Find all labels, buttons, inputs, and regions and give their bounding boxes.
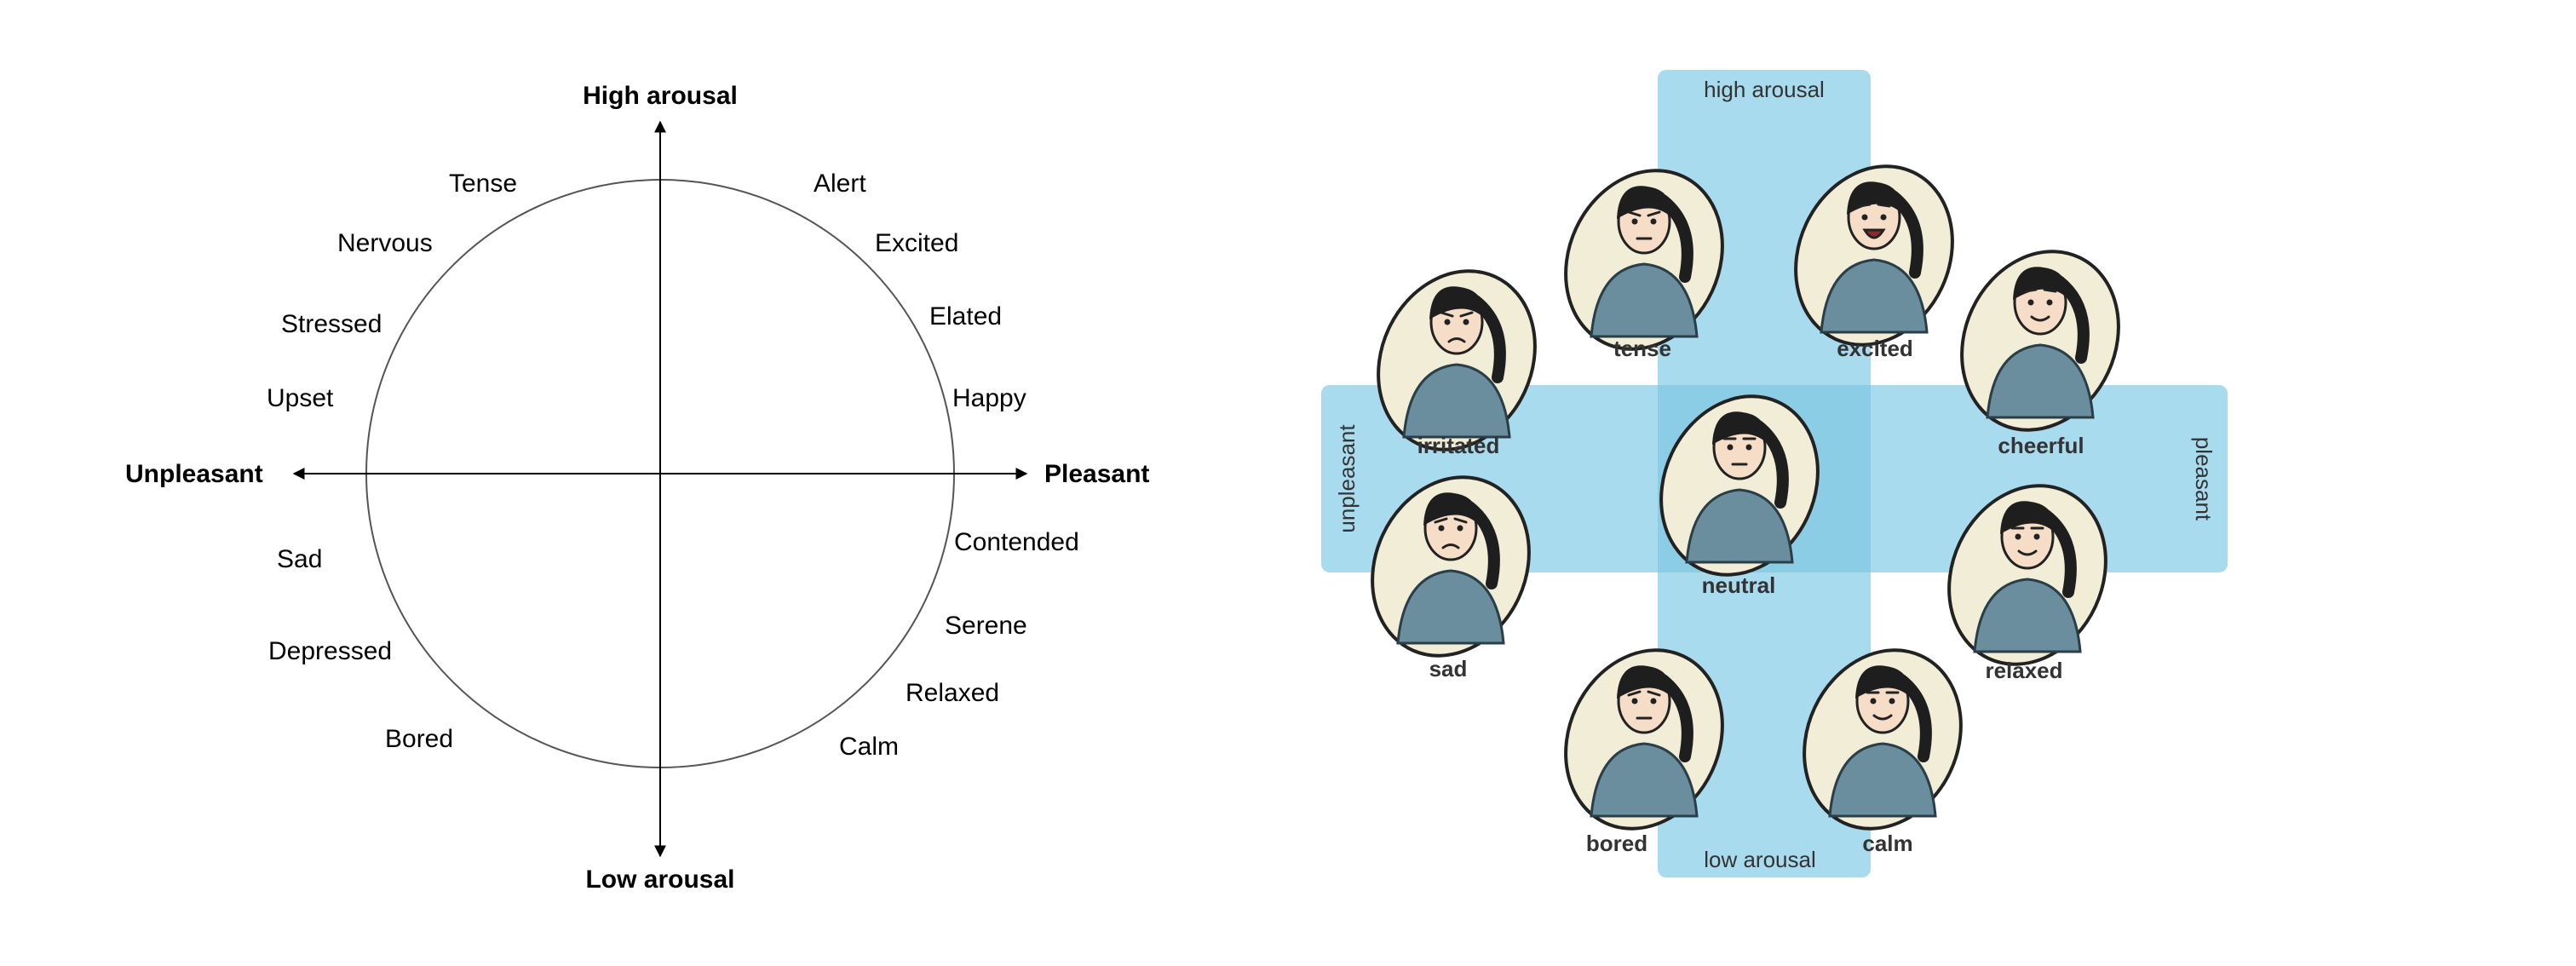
axis-label-low-arousal: Low arousal [585, 865, 734, 894]
emotion-label-calm: Calm [839, 733, 899, 761]
emotion-label-sad: Sad [277, 545, 322, 573]
eye [2027, 299, 2034, 306]
eye [1880, 214, 1887, 221]
face-figure-excited [1794, 164, 1954, 347]
shirt-body [1685, 488, 1794, 564]
emotion-label-alert: Alert [814, 170, 866, 198]
emotion-label-excited: Excited [875, 229, 958, 257]
emotion-label-serene: Serene [945, 612, 1027, 640]
face-label-calm: calm [1862, 831, 1912, 856]
eye [1631, 218, 1638, 225]
face-figure-relaxed [1947, 484, 2107, 666]
eyebrow [1857, 203, 1872, 208]
face-label-bored: bored [1586, 831, 1647, 856]
face-figure-calm [1803, 648, 1963, 831]
hair [1617, 665, 1672, 699]
hair [1712, 411, 1768, 445]
hair [1617, 186, 1672, 219]
eyebrow [1647, 210, 1661, 217]
face-figure-sad [1371, 475, 1531, 658]
eyebrow [1627, 690, 1642, 697]
circumplex-diagram: High arousal Low arousal Unpleasant Plea… [125, 82, 1149, 894]
shirt-body [1973, 578, 2082, 653]
eye [2033, 533, 2040, 540]
eye [1727, 444, 1734, 451]
face-label-relaxed: relaxed [1985, 658, 2062, 683]
eyebrow [2023, 288, 2038, 293]
shirt-body [1820, 258, 1929, 334]
shirt-body [1396, 569, 1505, 645]
emotion-label-stressed: Stressed [281, 310, 382, 338]
eye [1650, 698, 1657, 704]
hair [1429, 286, 1485, 319]
eye [1457, 525, 1463, 532]
mouth [1447, 337, 1466, 343]
axis-label-high-arousal: High arousal [583, 82, 738, 110]
emotion-label-bored: Bored [385, 725, 453, 753]
emotion-label-relaxed: Relaxed [906, 679, 999, 707]
eye [1745, 444, 1752, 451]
emotion-label-upset: Upset [267, 384, 334, 412]
hair [1423, 492, 1479, 526]
eyebrow [1434, 517, 1448, 524]
band-label-unpleasant: unpleasant [1334, 424, 1360, 533]
emotion-label-depressed: Depressed [268, 637, 392, 665]
eye [1444, 319, 1451, 325]
affect-grid-diagram: high arousal low arousal unpleasant plea… [1321, 70, 2228, 877]
eye [1889, 698, 1895, 704]
shirt-body [1590, 742, 1699, 818]
hair [2000, 501, 2056, 534]
hair [1855, 665, 1911, 699]
emotion-label-tense: Tense [449, 170, 517, 198]
emotion-label-contended: Contended [954, 528, 1079, 556]
mouth [1872, 714, 1893, 721]
mouth [1441, 543, 1460, 549]
eye [1861, 214, 1868, 221]
emotion-label-elated: Elated [929, 302, 1002, 331]
eye [1870, 698, 1877, 704]
emotion-label-nervous: Nervous [337, 229, 433, 257]
axis-label-unpleasant: Unpleasant [125, 460, 263, 488]
axis-label-pleasant: Pleasant [1044, 460, 1149, 488]
face-figure-neutral [1659, 394, 1820, 577]
eyebrow [1647, 690, 1661, 697]
face-figure-cheerful [1960, 250, 2120, 432]
eye [1438, 525, 1445, 532]
band-label-low-arousal: low arousal [1704, 847, 1816, 872]
eye [2046, 299, 2053, 306]
shirt-body [1986, 343, 2095, 419]
eyebrow [1627, 210, 1642, 217]
face-label-irritated: irritated [1417, 433, 1500, 458]
face-label-neutral: neutral [1702, 572, 1776, 598]
band-label-pleasant: pleasant [2191, 437, 2217, 521]
eye [1650, 218, 1657, 225]
mouth [2030, 315, 2050, 322]
eyebrow [1877, 203, 1891, 208]
eyebrow [1440, 311, 1454, 318]
eyebrow [2043, 288, 2057, 293]
face-label-tense: tense [1613, 336, 1671, 361]
face-figure-irritated [1377, 269, 1537, 451]
eye [1631, 698, 1638, 704]
eyebrow [1459, 311, 1474, 318]
mouth [1862, 228, 1886, 239]
eye [1463, 319, 1469, 325]
face-figure-bored [1564, 648, 1724, 831]
face-label-sad: sad [1429, 656, 1468, 681]
eye [2015, 533, 2021, 540]
shirt-body [1590, 262, 1699, 338]
face-label-cheerful: cheerful [1998, 433, 2084, 458]
band-label-high-arousal: high arousal [1704, 77, 1825, 102]
mouth [2017, 549, 2038, 556]
face-figure-tense [1564, 169, 1724, 351]
eyebrow [1453, 517, 1468, 524]
face-label-excited: excited [1837, 336, 1913, 361]
shirt-body [1402, 363, 1511, 439]
shirt-body [1828, 742, 1937, 818]
emotion-label-happy: Happy [952, 384, 1026, 412]
